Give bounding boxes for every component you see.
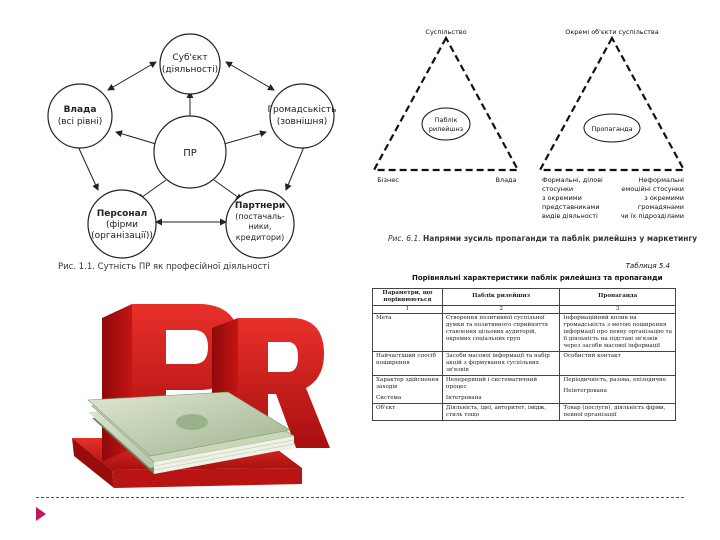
bottom-right-5: чи їх підрозділами: [620, 212, 684, 220]
society-label: Суспільство: [425, 28, 466, 36]
header-pr: Паблік рилейшнз: [441, 288, 561, 306]
money-stack: [87, 391, 295, 474]
table-row: Об'єкт Діяльність, ідеї, авторитет, імід…: [372, 402, 676, 421]
footer-divider: [36, 497, 684, 498]
triangles-caption: Рис. 6.1. Напрями зусиль пропаганди та п…: [388, 234, 697, 243]
power-subtitle: (всі рівні): [58, 117, 103, 127]
arrow-power-staff: [75, 141, 99, 191]
right-triangle: [538, 35, 686, 172]
pr-essence-caption: Рис. 1.1. Сутність ПР як професійної дія…: [58, 262, 270, 272]
table-cell-line: Характер здійснення заходів: [376, 376, 439, 390]
bottom-right-1: Неформальні: [639, 176, 685, 184]
arrow-center-partners: [213, 179, 243, 201]
table-row: Характер здійснення заходів Система Непе…: [372, 374, 676, 404]
bottom-right-4: громадянами: [638, 203, 684, 211]
staff-line2: (фірми: [106, 220, 138, 230]
comparison-table: Параметри, що порівнюються Паблік рилейш…: [372, 288, 676, 421]
col-number-1: 1: [372, 304, 443, 314]
pr-essence-svg: Суб'єкт (діяльності) Влада (всі рівні) Г…: [47, 33, 337, 259]
subject-subtitle: (діяльності): [162, 65, 218, 75]
propaganda-ellipse: [583, 113, 641, 143]
col-number-2: 2: [441, 304, 561, 314]
pr-essence-diagram: Суб'єкт (діяльності) Влада (всі рівні) Г…: [30, 18, 360, 280]
table-cell: Засоби масової інформації та набір акцій…: [441, 350, 561, 376]
business-label: Бізнес: [377, 176, 399, 184]
table-title: Порівняльні характеристики паблік рилейш…: [412, 274, 663, 282]
arrow-subject-power: [107, 61, 157, 91]
staff-circle: [87, 189, 157, 259]
table-cell: Діяльність, ідеї, авторитет, імідж, стил…: [441, 402, 561, 421]
table-cell: Мета: [372, 312, 443, 352]
header-params: Параметри, що порівнюються: [372, 288, 443, 306]
partners-line4: кредитори): [236, 233, 285, 242]
public-subtitle: (зовнішня): [277, 117, 328, 127]
table-header-row: Параметри, що порівнюються Паблік рилейш…: [372, 288, 676, 306]
bottom-left-4: представниками: [542, 203, 600, 211]
bottom-left-3: з окремими: [542, 194, 582, 202]
power-circle: [47, 83, 113, 149]
table-cell-line: Періодичність, разова, епізодичне: [563, 376, 667, 383]
center-circle: [153, 115, 227, 189]
table-cell: Інформаційний вплив на громадськість з м…: [559, 312, 676, 352]
triangles-caption-text: Напрями зусиль пропаганди та паблік риле…: [423, 234, 698, 243]
pr-ellipse-line1: Паблік: [435, 116, 458, 124]
table-cell-line: Неінтегрована: [563, 387, 607, 394]
table-number-row: 1 2 3: [372, 304, 676, 314]
table-cell-line: Система: [376, 394, 402, 401]
arrow-center-public: [223, 130, 267, 145]
comparison-table-section: Таблиця 5.4 Порівняльні характеристики п…: [372, 262, 676, 490]
separate-objects-label: Окремі об'єкти суспільства: [565, 28, 659, 36]
partners-title: Партнери: [235, 201, 285, 211]
pr-ellipse: [421, 107, 471, 141]
header-propaganda: Пропаганда: [559, 288, 676, 306]
bottom-right-2: емоційні стосунки: [621, 185, 684, 193]
propaganda-label: Пропаганда: [591, 125, 632, 133]
staff-title: Персонал: [97, 209, 147, 219]
table-cell: Товар (послуги), діяльність фірми, певно…: [559, 402, 676, 421]
center-label: ПР: [183, 148, 197, 159]
table-cell: Об'єкт: [372, 402, 443, 421]
partners-line2: (постачаль-: [235, 212, 285, 221]
power-label: Влада: [495, 176, 516, 184]
table-cell: Неперервний і систематичний процес Інтег…: [441, 374, 561, 404]
table-cell: Періодичність, разова, епізодичне Неінте…: [559, 374, 676, 404]
arrow-subject-public: [225, 61, 275, 91]
power-title: Влада: [64, 105, 97, 115]
pr-money-image: [62, 298, 334, 506]
table-cell: Характер здійснення заходів Система: [372, 374, 443, 404]
red-base-front: [112, 468, 302, 488]
staff-line3: (організації)): [91, 231, 153, 241]
pr-propaganda-triangles: Суспільство Паблік рилейшнз Бізнес Влада…: [366, 22, 697, 252]
bottom-right-3: з окремими: [644, 194, 684, 202]
triangles-svg: Суспільство Паблік рилейшнз Бізнес Влада…: [372, 28, 686, 220]
table-row: Найчастіший спосіб поширення Засоби масо…: [372, 350, 676, 376]
arrow-center-power: [115, 130, 157, 145]
table-cell: Найчастіший спосіб поширення: [372, 350, 443, 376]
table-row: Мета Створення позитивної суспільної дум…: [372, 312, 676, 352]
partners-circle: [225, 189, 295, 259]
next-slide-arrow-icon[interactable]: [36, 507, 46, 521]
partners-line3: ники,: [248, 222, 271, 231]
col-number-3: 3: [559, 304, 676, 314]
subject-title: Суб'єкт: [172, 53, 207, 63]
subject-circle: [159, 33, 221, 95]
public-title: Громадськість: [268, 105, 337, 115]
table-cell-line: Інтегрована: [445, 394, 482, 401]
red-base-side: [72, 438, 114, 488]
triangles-caption-prefix: Рис. 6.1.: [388, 234, 421, 243]
table-label: Таблиця 5.4: [625, 262, 670, 270]
pr-ellipse-line2: рилейшнз: [429, 125, 464, 133]
bottom-left-2: стосунки: [542, 185, 573, 193]
table-cell: Особистий контакт: [559, 350, 676, 376]
left-triangle: [372, 35, 520, 172]
bottom-left-1: Формальні, ділові: [542, 176, 603, 184]
public-circle: [269, 83, 335, 149]
table-cell: Створення позитивної суспільної думки та…: [441, 312, 561, 352]
table-cell-line: Неперервний і систематичний процес: [445, 376, 538, 390]
bottom-left-5: видів діяльності: [542, 212, 598, 220]
arrow-public-partners: [285, 141, 307, 191]
pr-money-illustration: [72, 304, 330, 488]
